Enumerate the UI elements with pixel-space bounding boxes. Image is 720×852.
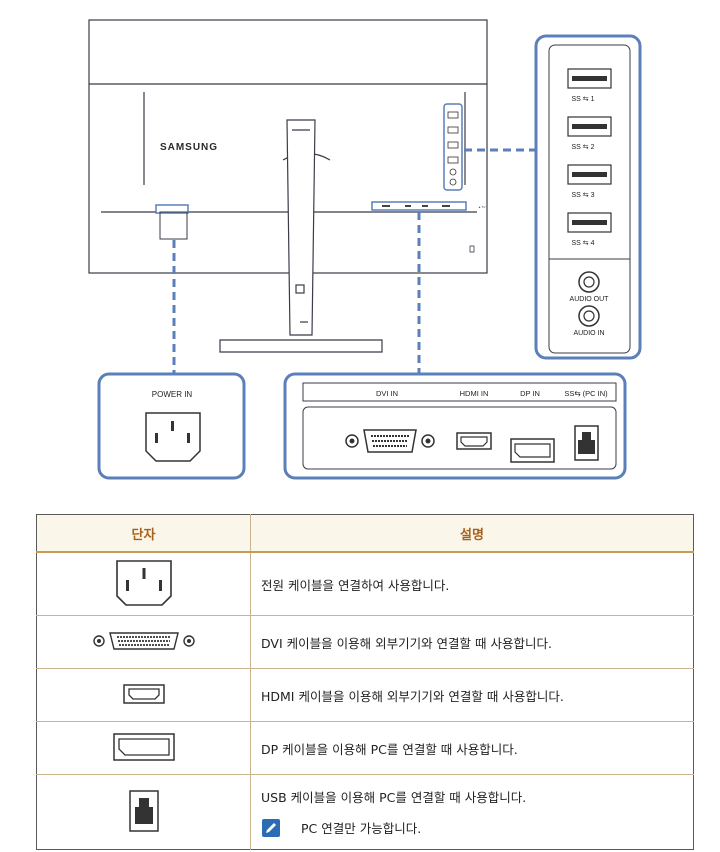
- port-icon-cell: [36, 668, 251, 722]
- dp-connector-icon: [510, 438, 555, 463]
- side-usb-label: SS ⇆ 3: [572, 192, 595, 199]
- hdmi-in-label: HDMI IN: [460, 389, 489, 398]
- side-usb-label: SS ⇆ 1: [572, 96, 595, 103]
- table-row: USB 케이블을 이용해 PC를 연결할 때 사용합니다. PC 연결만 가능합…: [36, 774, 694, 850]
- side-usb-port-3: SS ⇆ 3: [567, 164, 612, 199]
- port-icon-cell: [36, 721, 251, 775]
- ports-table: 단자 설명 전원 케이블을 연결하여 사용합니다.: [36, 514, 694, 850]
- table-row: DP 케이블을 이용해 PC를 연결할 때 사용합니다.: [36, 721, 694, 775]
- side-panel: [534, 34, 642, 360]
- kensington-lock-icon: [469, 245, 475, 253]
- body-port-strip: ▲ 5V: [371, 201, 485, 211]
- body-usb-strip: [443, 103, 463, 191]
- ports-callout: DVI IN HDMI IN DP IN SS⇆ (PC IN): [283, 372, 627, 480]
- power-callout: POWER IN: [97, 372, 246, 480]
- side-usb-label: SS ⇆ 4: [572, 240, 595, 247]
- dp-in-label: DP IN: [520, 389, 540, 398]
- table-header-row: 단자 설명: [36, 514, 694, 553]
- hdmi-connector-icon: [122, 683, 165, 704]
- side-usb-port-2: SS ⇆ 2: [567, 116, 612, 151]
- table-row: HDMI 케이블을 이용해 외부기기와 연결할 때 사용합니다.: [36, 668, 694, 722]
- dvi-connector-icon: [92, 631, 195, 650]
- note: PC 연결만 가능합니다.: [261, 818, 692, 838]
- description-cell: DVI 케이블을 이용해 외부기기와 연결할 때 사용합니다.: [250, 615, 694, 669]
- callout-leaders: [172, 148, 536, 373]
- monitor-stand: [219, 119, 383, 353]
- audio-in-label: AUDIO IN: [573, 330, 604, 337]
- description-cell: HDMI 케이블을 이용해 외부기기와 연결할 때 사용합니다.: [250, 668, 694, 722]
- note-text: PC 연결만 가능합니다.: [301, 821, 422, 836]
- brand-logo: SAMSUNG: [160, 142, 218, 153]
- side-usb-port-4: SS ⇆ 4: [567, 212, 612, 247]
- audio-out-jack: AUDIO OUT: [570, 271, 610, 303]
- port-icon-cell: [36, 551, 251, 616]
- description-cell: 전원 케이블을 연결하여 사용합니다.: [250, 551, 694, 616]
- usb-b-connector-icon: [128, 789, 159, 832]
- side-usb-label: SS ⇆ 2: [572, 144, 595, 151]
- dvi-in-label: DVI IN: [376, 389, 398, 398]
- monitor-rear-diagram: SAMSUNG ▲ 5V: [88, 19, 642, 480]
- table-row: 전원 케이블을 연결하여 사용합니다.: [36, 551, 694, 616]
- power-connector-icon: [145, 412, 201, 462]
- side-usb-port-1: SS ⇆ 1: [567, 68, 612, 103]
- usb-pc-in-label: SS⇆ (PC IN): [564, 389, 608, 398]
- port-icon-cell: [36, 615, 251, 669]
- dvi-connector-icon: [345, 429, 435, 453]
- usb-b-connector-icon: [574, 425, 599, 461]
- hdmi-connector-icon: [456, 432, 492, 450]
- column-header-port: 단자: [36, 514, 251, 553]
- body-power-socket: [155, 204, 189, 240]
- note-pencil-icon: [262, 818, 280, 837]
- svg-text:▲ 5V: ▲ 5V: [478, 205, 485, 209]
- description-cell: DP 케이블을 이용해 PC를 연결할 때 사용합니다.: [250, 721, 694, 775]
- table-row: DVI 케이블을 이용해 외부기기와 연결할 때 사용합니다.: [36, 615, 694, 669]
- port-icon-cell: [36, 774, 251, 850]
- column-header-description: 설명: [250, 514, 694, 553]
- dp-connector-icon: [112, 732, 175, 761]
- description-text: USB 케이블을 이용해 PC를 연결할 때 사용합니다.: [261, 789, 527, 805]
- audio-in-jack: AUDIO IN: [573, 305, 605, 337]
- power-in-label: POWER IN: [152, 390, 193, 399]
- side-usb-ports: SS ⇆ 1 SS ⇆ 2 SS ⇆ 3 SS ⇆ 4: [567, 68, 612, 247]
- power-connector-icon: [115, 559, 172, 606]
- description-cell: USB 케이블을 이용해 PC를 연결할 때 사용합니다. PC 연결만 가능합…: [250, 774, 694, 850]
- audio-out-label: AUDIO OUT: [570, 296, 610, 303]
